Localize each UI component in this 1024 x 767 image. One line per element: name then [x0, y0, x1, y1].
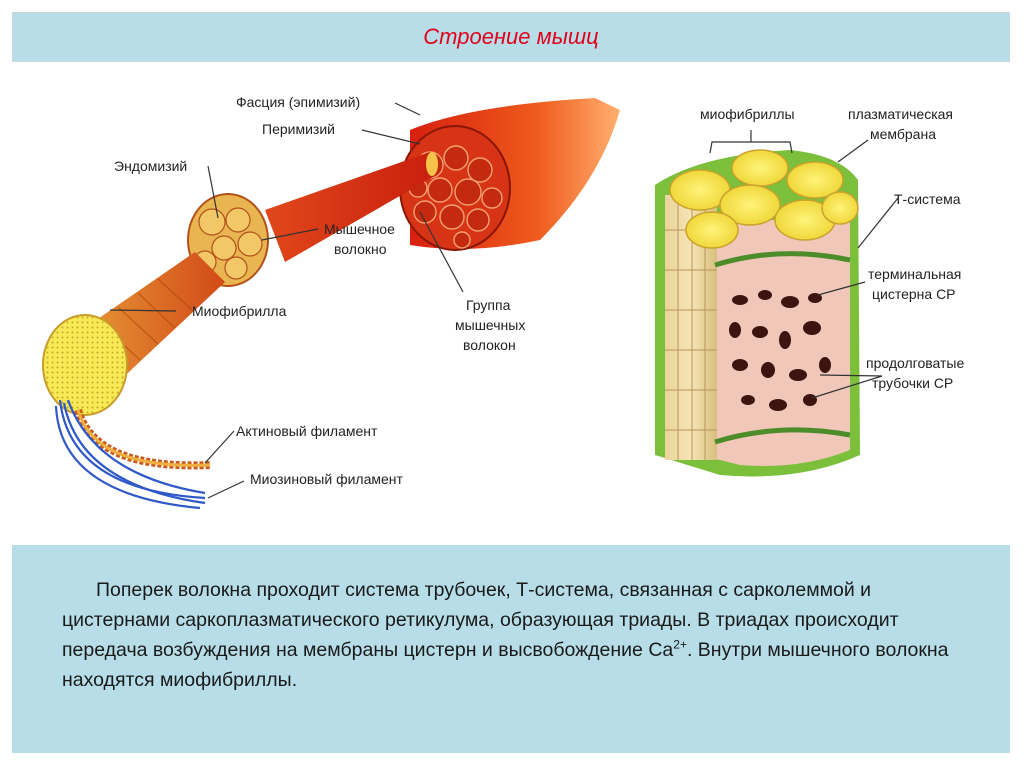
label-muscle-fiber-2: волокно: [334, 241, 387, 257]
page-title: Строение мышц: [423, 24, 599, 49]
fiber-block-illustration: [655, 149, 860, 477]
label-myofibrils: миофибриллы: [700, 106, 795, 122]
label-myosin: Миозиновый филамент: [250, 471, 404, 487]
right-labels: миофибриллы плазматическая мембрана Т-си…: [700, 106, 964, 391]
label-actin: Актиновый филамент: [236, 423, 378, 439]
description-text: Поперек волокна проходит система трубоче…: [62, 575, 960, 695]
label-terminal-cistern-1: терминальная: [868, 266, 961, 282]
description-panel: Поперек волокна проходит система трубоче…: [12, 545, 1010, 753]
label-terminal-cistern-2: цистерна СР: [872, 286, 956, 302]
label-longitudinal-2: трубочки СР: [872, 375, 953, 391]
label-fascia: Фасция (эпимизий): [236, 94, 360, 110]
label-fiber-group-1: Группа: [466, 297, 511, 313]
label-fiber-group-2: мышечных: [455, 317, 525, 333]
left-labels: Фасция (эпимизий) Перимизий Эндомизий Мы…: [114, 94, 525, 487]
muscle-structure-diagram: Фасция (эпимизий) Перимизий Эндомизий Мы…: [42, 94, 964, 510]
label-perimysium: Перимизий: [262, 121, 335, 137]
description-part-1: Поперек волокна проходит система трубоче…: [62, 579, 899, 661]
title-bar: Строение мышц: [12, 12, 1010, 62]
description-part-2: . Внутри мышечного волокна находятся мио…: [62, 639, 949, 691]
label-plasma-membrane-1: плазматическая: [848, 106, 953, 122]
calcium-charge: 2+: [673, 637, 687, 652]
label-myofibril: Миофибрилла: [192, 303, 287, 319]
label-longitudinal-1: продолговатые: [866, 355, 964, 371]
label-plasma-membrane-2: мембрана: [870, 126, 936, 142]
label-t-system: Т-система: [894, 191, 961, 207]
label-fiber-group-3: волокон: [463, 337, 516, 353]
label-endomysium: Эндомизий: [114, 158, 187, 174]
muscle-illustration: [42, 98, 620, 510]
label-muscle-fiber-1: Мышечное: [324, 221, 395, 237]
